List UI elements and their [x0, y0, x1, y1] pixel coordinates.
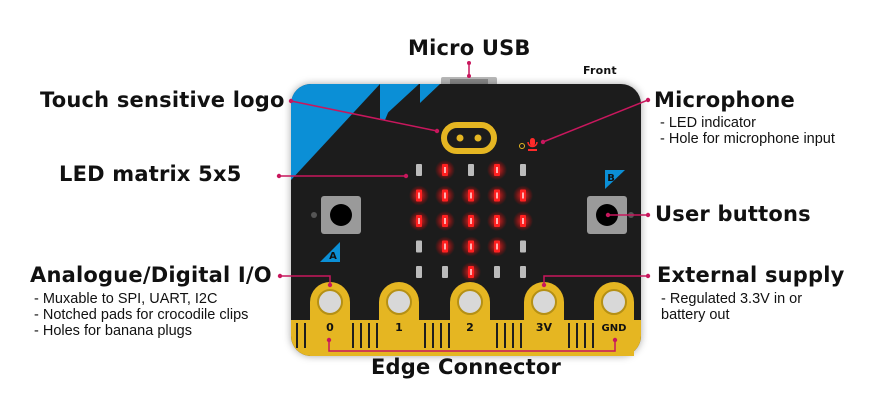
edge-finger-gap	[368, 323, 370, 348]
analogue-io-detail-1: - Muxable to SPI, UART, I2C	[34, 291, 218, 307]
button-a-label: A	[329, 251, 337, 262]
edge-finger-gap	[584, 323, 586, 348]
led-on	[461, 262, 481, 282]
analogue-io-detail-3: - Holes for banana plugs	[34, 323, 192, 339]
edge-finger-gap	[448, 323, 450, 348]
led-off	[416, 164, 422, 176]
blue-accents	[291, 84, 440, 180]
label-touch-logo: Touch sensitive logo	[40, 88, 285, 112]
button-a[interactable]: A	[311, 196, 361, 262]
led-off	[416, 240, 422, 253]
edge-finger-gap	[592, 323, 594, 348]
edge-finger-gap	[512, 323, 514, 348]
led-on	[513, 185, 533, 206]
edge-finger-gap	[432, 323, 434, 348]
edge-finger-gap	[424, 323, 426, 348]
led-off	[468, 164, 474, 176]
edge-finger-gap	[576, 323, 578, 348]
led-on	[461, 211, 481, 231]
edge-finger-gap	[568, 323, 570, 348]
microphone-detail-2: - Hole for microphone input	[660, 131, 835, 147]
edge-finger-gap	[304, 323, 306, 348]
led-off	[520, 164, 526, 176]
label-micro-usb: Micro USB	[408, 36, 531, 60]
leader-lines	[279, 63, 649, 352]
button-a-marker	[320, 242, 340, 262]
led-off	[520, 240, 526, 253]
label-user-buttons: User buttons	[655, 202, 811, 226]
label-analogue-io: Analogue/Digital I/O	[30, 263, 272, 287]
edge-finger-gap	[504, 323, 506, 348]
edge-finger-gap	[296, 323, 298, 348]
external-supply-detail-1: - Regulated 3.3V in or	[661, 291, 803, 307]
label-front: Front	[583, 64, 617, 77]
led-on	[435, 236, 455, 257]
pin-label: GND	[602, 323, 627, 334]
label-microphone: Microphone	[654, 88, 795, 112]
edge-finger-gap	[352, 323, 354, 348]
edge-finger-gap	[496, 323, 498, 348]
pin-label: 3V	[536, 321, 553, 334]
led-on	[435, 185, 455, 206]
label-external-supply: External supply	[657, 263, 845, 287]
pin-pad-2[interactable]: 2	[450, 282, 490, 356]
led-off	[520, 266, 526, 278]
led-matrix	[409, 160, 533, 282]
edge-finger-gap	[376, 323, 378, 348]
button-b-marker	[605, 170, 625, 189]
led-on	[487, 160, 507, 180]
led-on	[409, 211, 429, 231]
led-on	[513, 211, 533, 231]
edge-finger-gap	[520, 323, 522, 348]
pin-pad-3v[interactable]: 3V	[524, 282, 564, 356]
button-b-label: B	[607, 173, 615, 184]
pin-pad-gnd[interactable]: GND	[594, 282, 634, 356]
edge-connector: 0 1 2 3V GND	[291, 282, 641, 356]
external-supply-detail-2: battery out	[661, 307, 730, 323]
pin-label: 2	[466, 321, 474, 334]
edge-finger-gap	[360, 323, 362, 348]
led-on	[409, 185, 429, 206]
led-on	[487, 211, 507, 231]
led-on	[435, 211, 455, 231]
microphone-icon	[519, 138, 538, 151]
led-off	[494, 266, 500, 278]
label-edge-connector: Edge Connector	[371, 355, 562, 379]
label-led-matrix: LED matrix 5x5	[59, 162, 242, 186]
pin-pad-1[interactable]: 1	[379, 282, 419, 356]
led-on	[461, 185, 481, 206]
led-off	[442, 266, 448, 278]
analogue-io-detail-2: - Notched pads for crocodile clips	[34, 307, 249, 323]
led-on	[435, 160, 455, 180]
touch-logo[interactable]	[441, 122, 497, 154]
pin-label: 0	[326, 321, 334, 334]
leader-dots	[276, 61, 651, 343]
led-on	[461, 236, 481, 257]
microphone-detail-1: - LED indicator	[660, 115, 756, 131]
pin-pad-0[interactable]: 0	[310, 282, 350, 356]
led-on	[487, 236, 507, 257]
led-off	[416, 266, 422, 278]
edge-finger-gap	[440, 323, 442, 348]
pin-label: 1	[395, 321, 403, 334]
led-on	[487, 185, 507, 206]
